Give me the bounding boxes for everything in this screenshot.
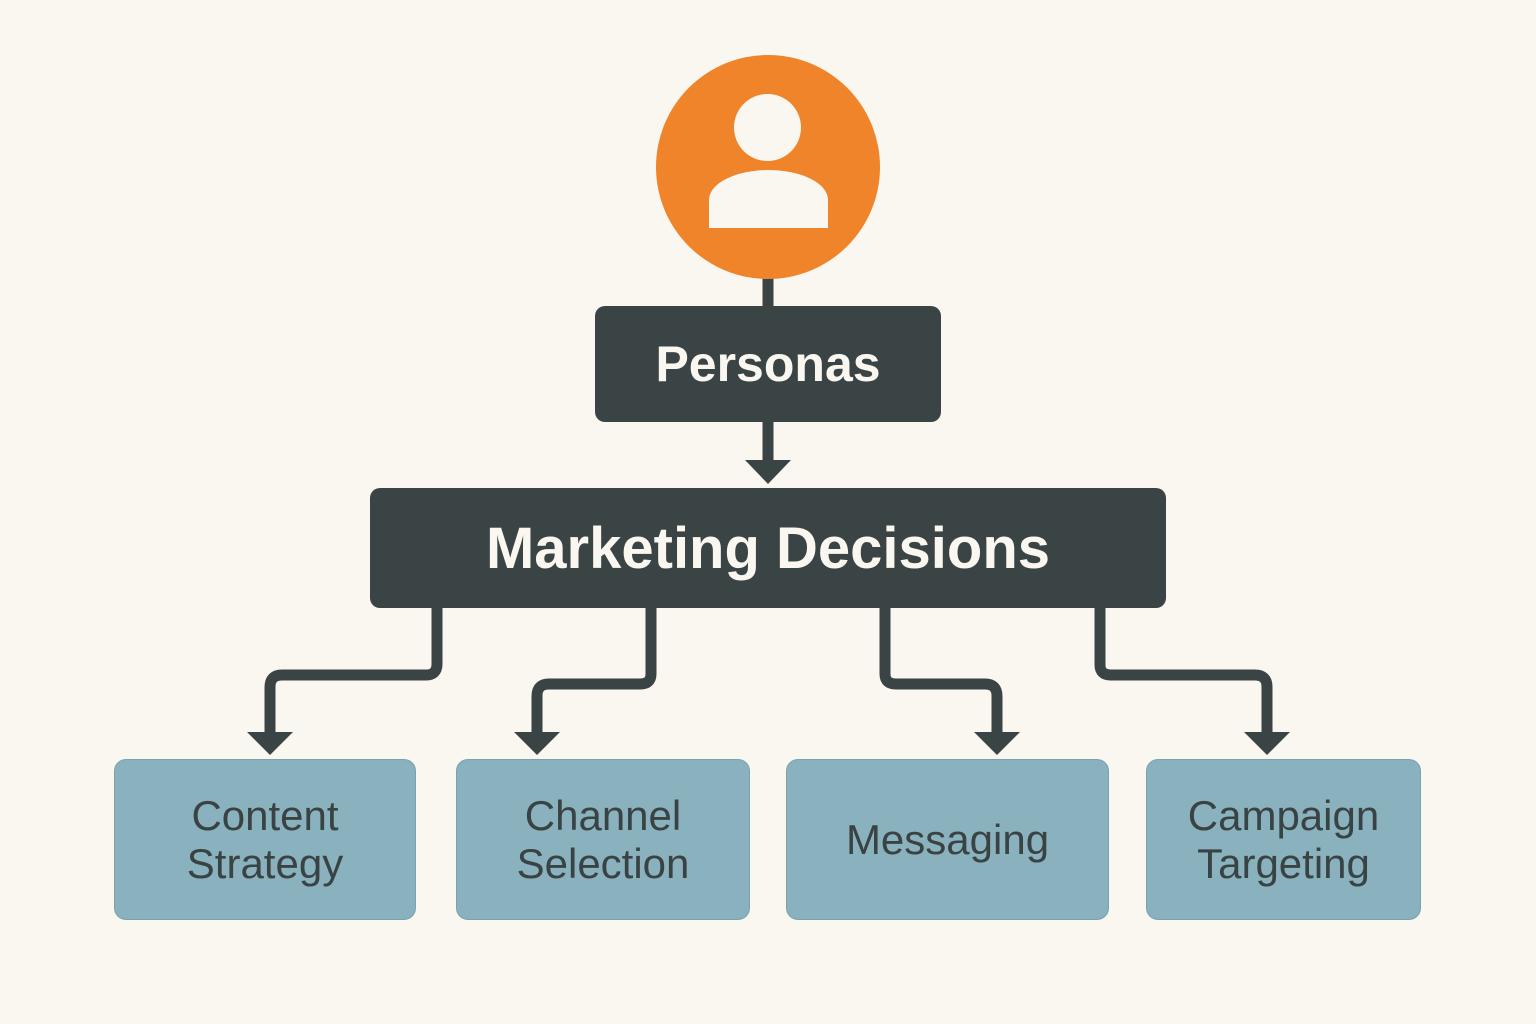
person-body: [709, 170, 828, 228]
connector-to-channel-selection: [531, 606, 657, 734]
content-strategy-node: Content Strategy: [114, 759, 416, 920]
connector-to-content-strategy: [264, 606, 443, 734]
arrowhead-campaign-targeting: [1244, 732, 1290, 755]
connector-to-messaging: [879, 606, 1003, 734]
campaign-targeting-node: Campaign Targeting: [1146, 759, 1421, 920]
messaging-node: Messaging: [786, 759, 1109, 920]
arrowhead-channel-selection: [514, 732, 560, 755]
arrowhead-content-strategy: [247, 732, 293, 755]
marketing-decisions-node: Marketing Decisions: [370, 488, 1166, 608]
channel-selection-node: Channel Selection: [456, 759, 750, 920]
arrowhead-decisions: [745, 460, 791, 484]
person-head: [734, 94, 801, 161]
arrowhead-messaging: [974, 732, 1020, 755]
personas-node: Personas: [595, 306, 941, 422]
person-icon: [656, 55, 880, 279]
connector-to-campaign-targeting: [1094, 606, 1273, 734]
